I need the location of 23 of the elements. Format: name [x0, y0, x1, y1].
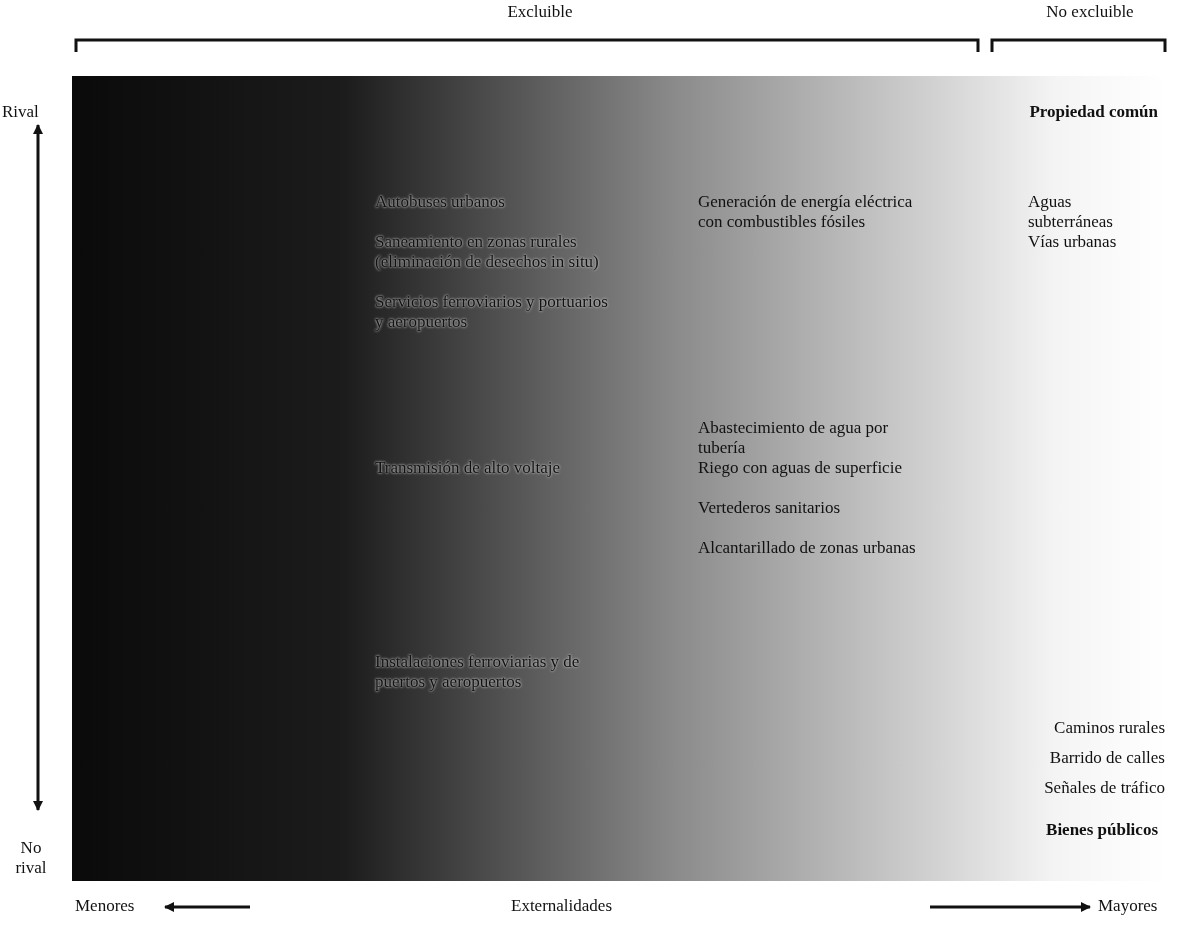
item-label: Instalaciones ferroviarias y de puertos y aeropuertos — [375, 652, 581, 692]
item-label: Abastecimiento de agua por tubería — [698, 418, 890, 458]
section-heading: Excluible — [506, 2, 574, 22]
item-label: Vías urbanas — [1028, 232, 1118, 252]
item-label: Barrido de calles — [1048, 748, 1165, 768]
section-heading: No excluible — [1045, 2, 1135, 22]
item-label: Generación de energía eléctrica con combustibles fósiles — [698, 192, 914, 232]
item-label: Autobuses urbanos — [375, 192, 507, 212]
category-label: Bienes públicos — [1045, 820, 1158, 840]
item-label: Caminos rurales — [1053, 718, 1165, 738]
item-label: Transmisión de alto voltaje — [375, 458, 562, 478]
item-label: Saneamiento en zonas rurales (eliminación de desechos in situ) — [375, 232, 600, 272]
axis-label: Mayores — [1098, 896, 1159, 916]
axis-label: Rival — [2, 102, 40, 122]
item-label: Alcantarillado de zonas urbanas — [698, 538, 917, 558]
category-label: Propiedad común — [1028, 102, 1158, 122]
item-label: Riego con aguas de superficie — [698, 458, 903, 478]
axis-label: No rival — [14, 838, 48, 878]
item-label: Servicios ferroviarios y portuarios y aeropuertos — [375, 292, 610, 332]
item-label: Señales de tráfico — [1043, 778, 1165, 798]
item-label: Vertederos sanitarios — [698, 498, 842, 518]
item-label: Aguas subterráneas — [1028, 192, 1114, 232]
axis-label: Menores — [75, 896, 136, 916]
